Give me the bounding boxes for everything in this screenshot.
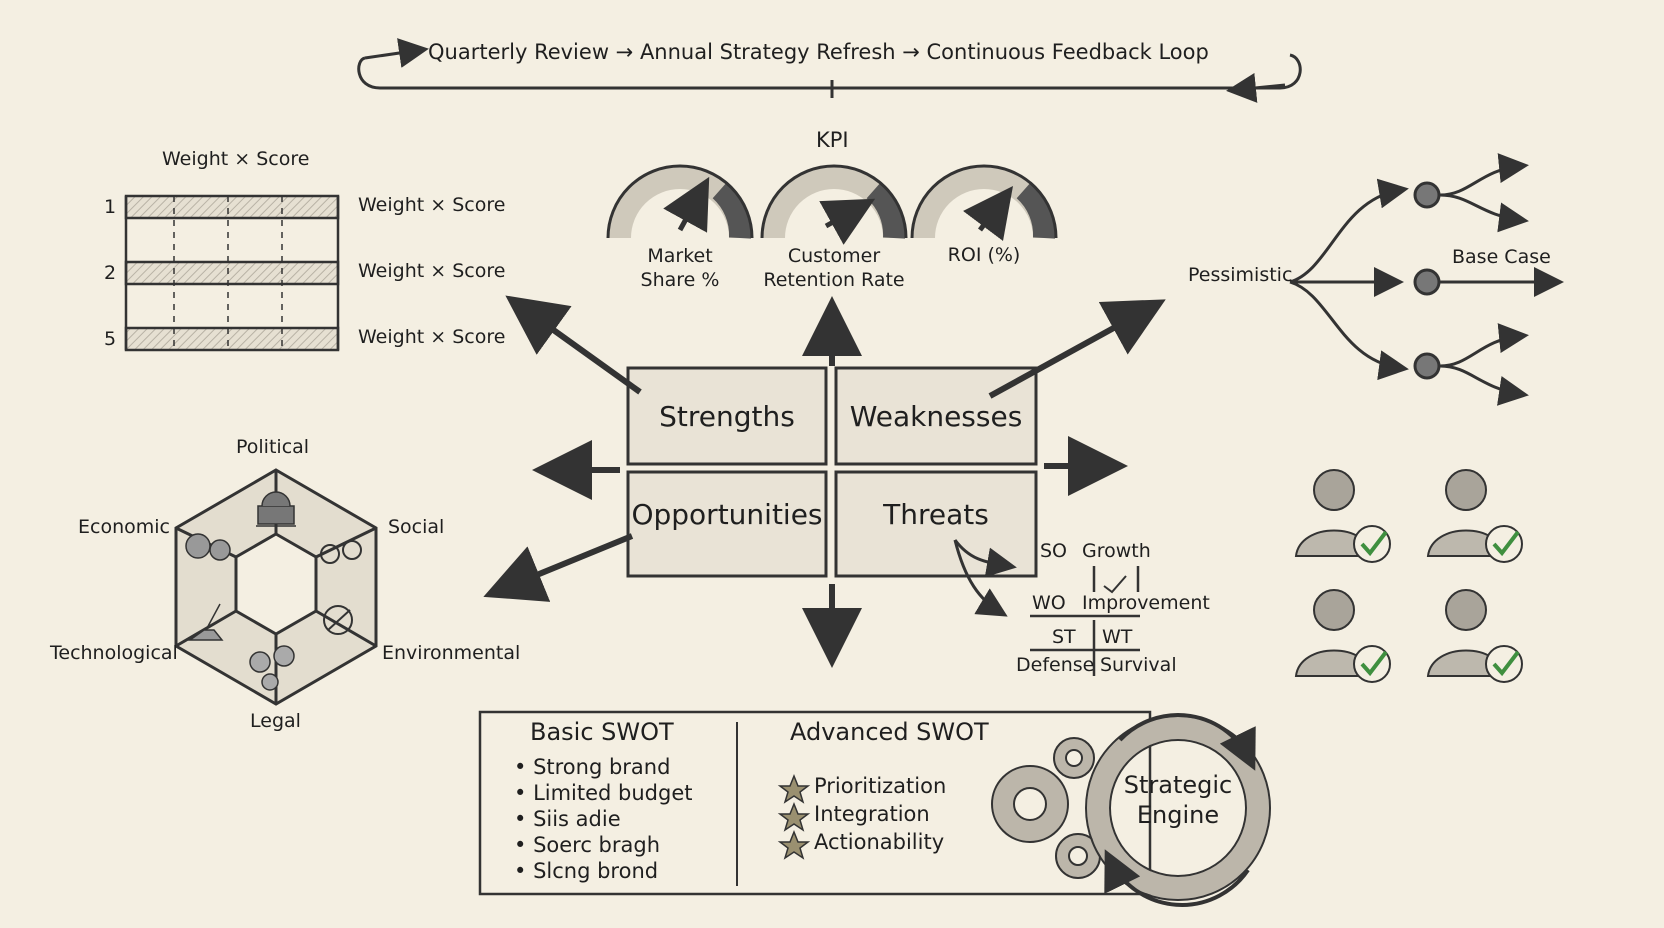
swot-weaknesses: Weaknesses	[849, 400, 1023, 433]
swot-radial-arrows	[483, 295, 1166, 668]
gauge-label-line: Share %	[640, 269, 720, 291]
list-item: • Siis adie	[514, 807, 621, 831]
weight-score-table	[124, 194, 340, 352]
weight-row-index: 2	[104, 262, 117, 284]
gauge-label-roi: ROI (%)	[947, 244, 1021, 266]
matrix-st: ST	[1052, 626, 1076, 648]
feedback-loop-arrows	[357, 38, 1302, 103]
star-icons	[777, 773, 811, 860]
list-item: • Soerc bragh	[514, 833, 661, 857]
people-icon	[320, 540, 362, 564]
strategy-matrix-lines	[1030, 566, 1140, 676]
matrix-wt: WT	[1102, 626, 1133, 648]
basic-swot-list: • Strong brand • Limited budget • Siis a…	[514, 754, 693, 884]
list-item: • Slcng brond	[514, 859, 659, 883]
matrix-st-label: Defense	[1016, 654, 1095, 676]
list-item: • Strong brand	[514, 755, 671, 779]
person-3	[1294, 589, 1391, 683]
list-item-text: Siis adie	[533, 807, 621, 831]
gauge-roi	[910, 164, 1058, 241]
list-item: • Limited budget	[514, 781, 693, 805]
gauge-customer-retention	[760, 164, 908, 245]
stakeholder-approvals	[1294, 469, 1523, 683]
gauge-label-line: Customer	[787, 245, 881, 267]
matrix-so-label: Growth	[1082, 540, 1151, 562]
person-1	[1294, 469, 1391, 563]
list-item-text: Soerc bragh	[533, 833, 661, 857]
gauge-label-line: Market	[647, 245, 713, 267]
gauge-label-line: Retention Rate	[763, 269, 905, 291]
list-item-text: Limited budget	[533, 781, 693, 805]
pestel-technological: Technological	[50, 642, 178, 664]
scenario-tree	[1289, 153, 1564, 406]
scenario-base-case: Base Case	[1452, 246, 1551, 268]
pestel-hexagon	[174, 468, 378, 706]
weight-row-label: Weight × Score	[358, 260, 506, 282]
gauge-label-retention: Customer Retention Rate	[754, 244, 914, 292]
weight-row-label: Weight × Score	[358, 194, 506, 216]
matrix-wt-label: Survival	[1100, 654, 1177, 676]
engine-line: Strategic	[1123, 771, 1233, 799]
scenario-pessimistic: Pessimistic	[1188, 264, 1293, 286]
weight-row-label: Weight × Score	[358, 326, 506, 348]
weight-row-index: 5	[104, 328, 117, 350]
pestel-legal: Legal	[250, 710, 301, 732]
feedback-loop-text: Quarterly Review → Annual Strategy Refre…	[428, 40, 1209, 64]
pestel-economic: Economic	[78, 516, 170, 538]
engine-cycle-icon	[1085, 713, 1271, 907]
person-4	[1426, 589, 1523, 683]
list-item-text: Strong brand	[533, 755, 671, 779]
gauge-label-market: Market Share %	[620, 244, 740, 292]
basic-swot-title: Basic SWOT	[530, 718, 674, 746]
strategic-engine-label: Strategic Engine	[1108, 770, 1248, 830]
swot-opportunities: Opportunities	[631, 498, 823, 531]
advanced-item: Actionability	[814, 830, 945, 854]
bottom-panel-frame	[478, 710, 1152, 896]
advanced-item: Integration	[814, 802, 930, 826]
capitol-icon	[256, 491, 296, 527]
advanced-swot-title: Advanced SWOT	[790, 718, 989, 746]
kpi-gauges	[606, 164, 1058, 245]
pestel-social: Social	[388, 516, 445, 538]
gauge-market-share	[606, 164, 754, 239]
matrix-so: SO	[1040, 540, 1068, 562]
swot-strengths: Strengths	[659, 400, 795, 433]
advanced-item: Prioritization	[814, 774, 947, 798]
kpi-title: KPI	[816, 128, 849, 152]
gears-icon	[991, 737, 1101, 879]
trees-icon	[185, 533, 231, 561]
pestel-political: Political	[236, 436, 310, 458]
leaf-icon	[323, 605, 353, 635]
person-2	[1426, 469, 1523, 563]
engine-line: Engine	[1136, 801, 1220, 829]
swot-threats: Threats	[883, 498, 989, 531]
microscope-icon	[187, 603, 224, 641]
weight-row-index: 1	[104, 196, 117, 218]
matrix-wo-label: Improvement	[1082, 592, 1210, 614]
matrix-wo: WO	[1032, 592, 1066, 614]
scales-icon	[249, 645, 295, 691]
pestel-environmental: Environmental	[382, 642, 521, 664]
swot-grid	[626, 366, 1038, 578]
list-item-text: Slcng brond	[533, 859, 659, 883]
weight-table-title: Weight × Score	[162, 148, 310, 170]
